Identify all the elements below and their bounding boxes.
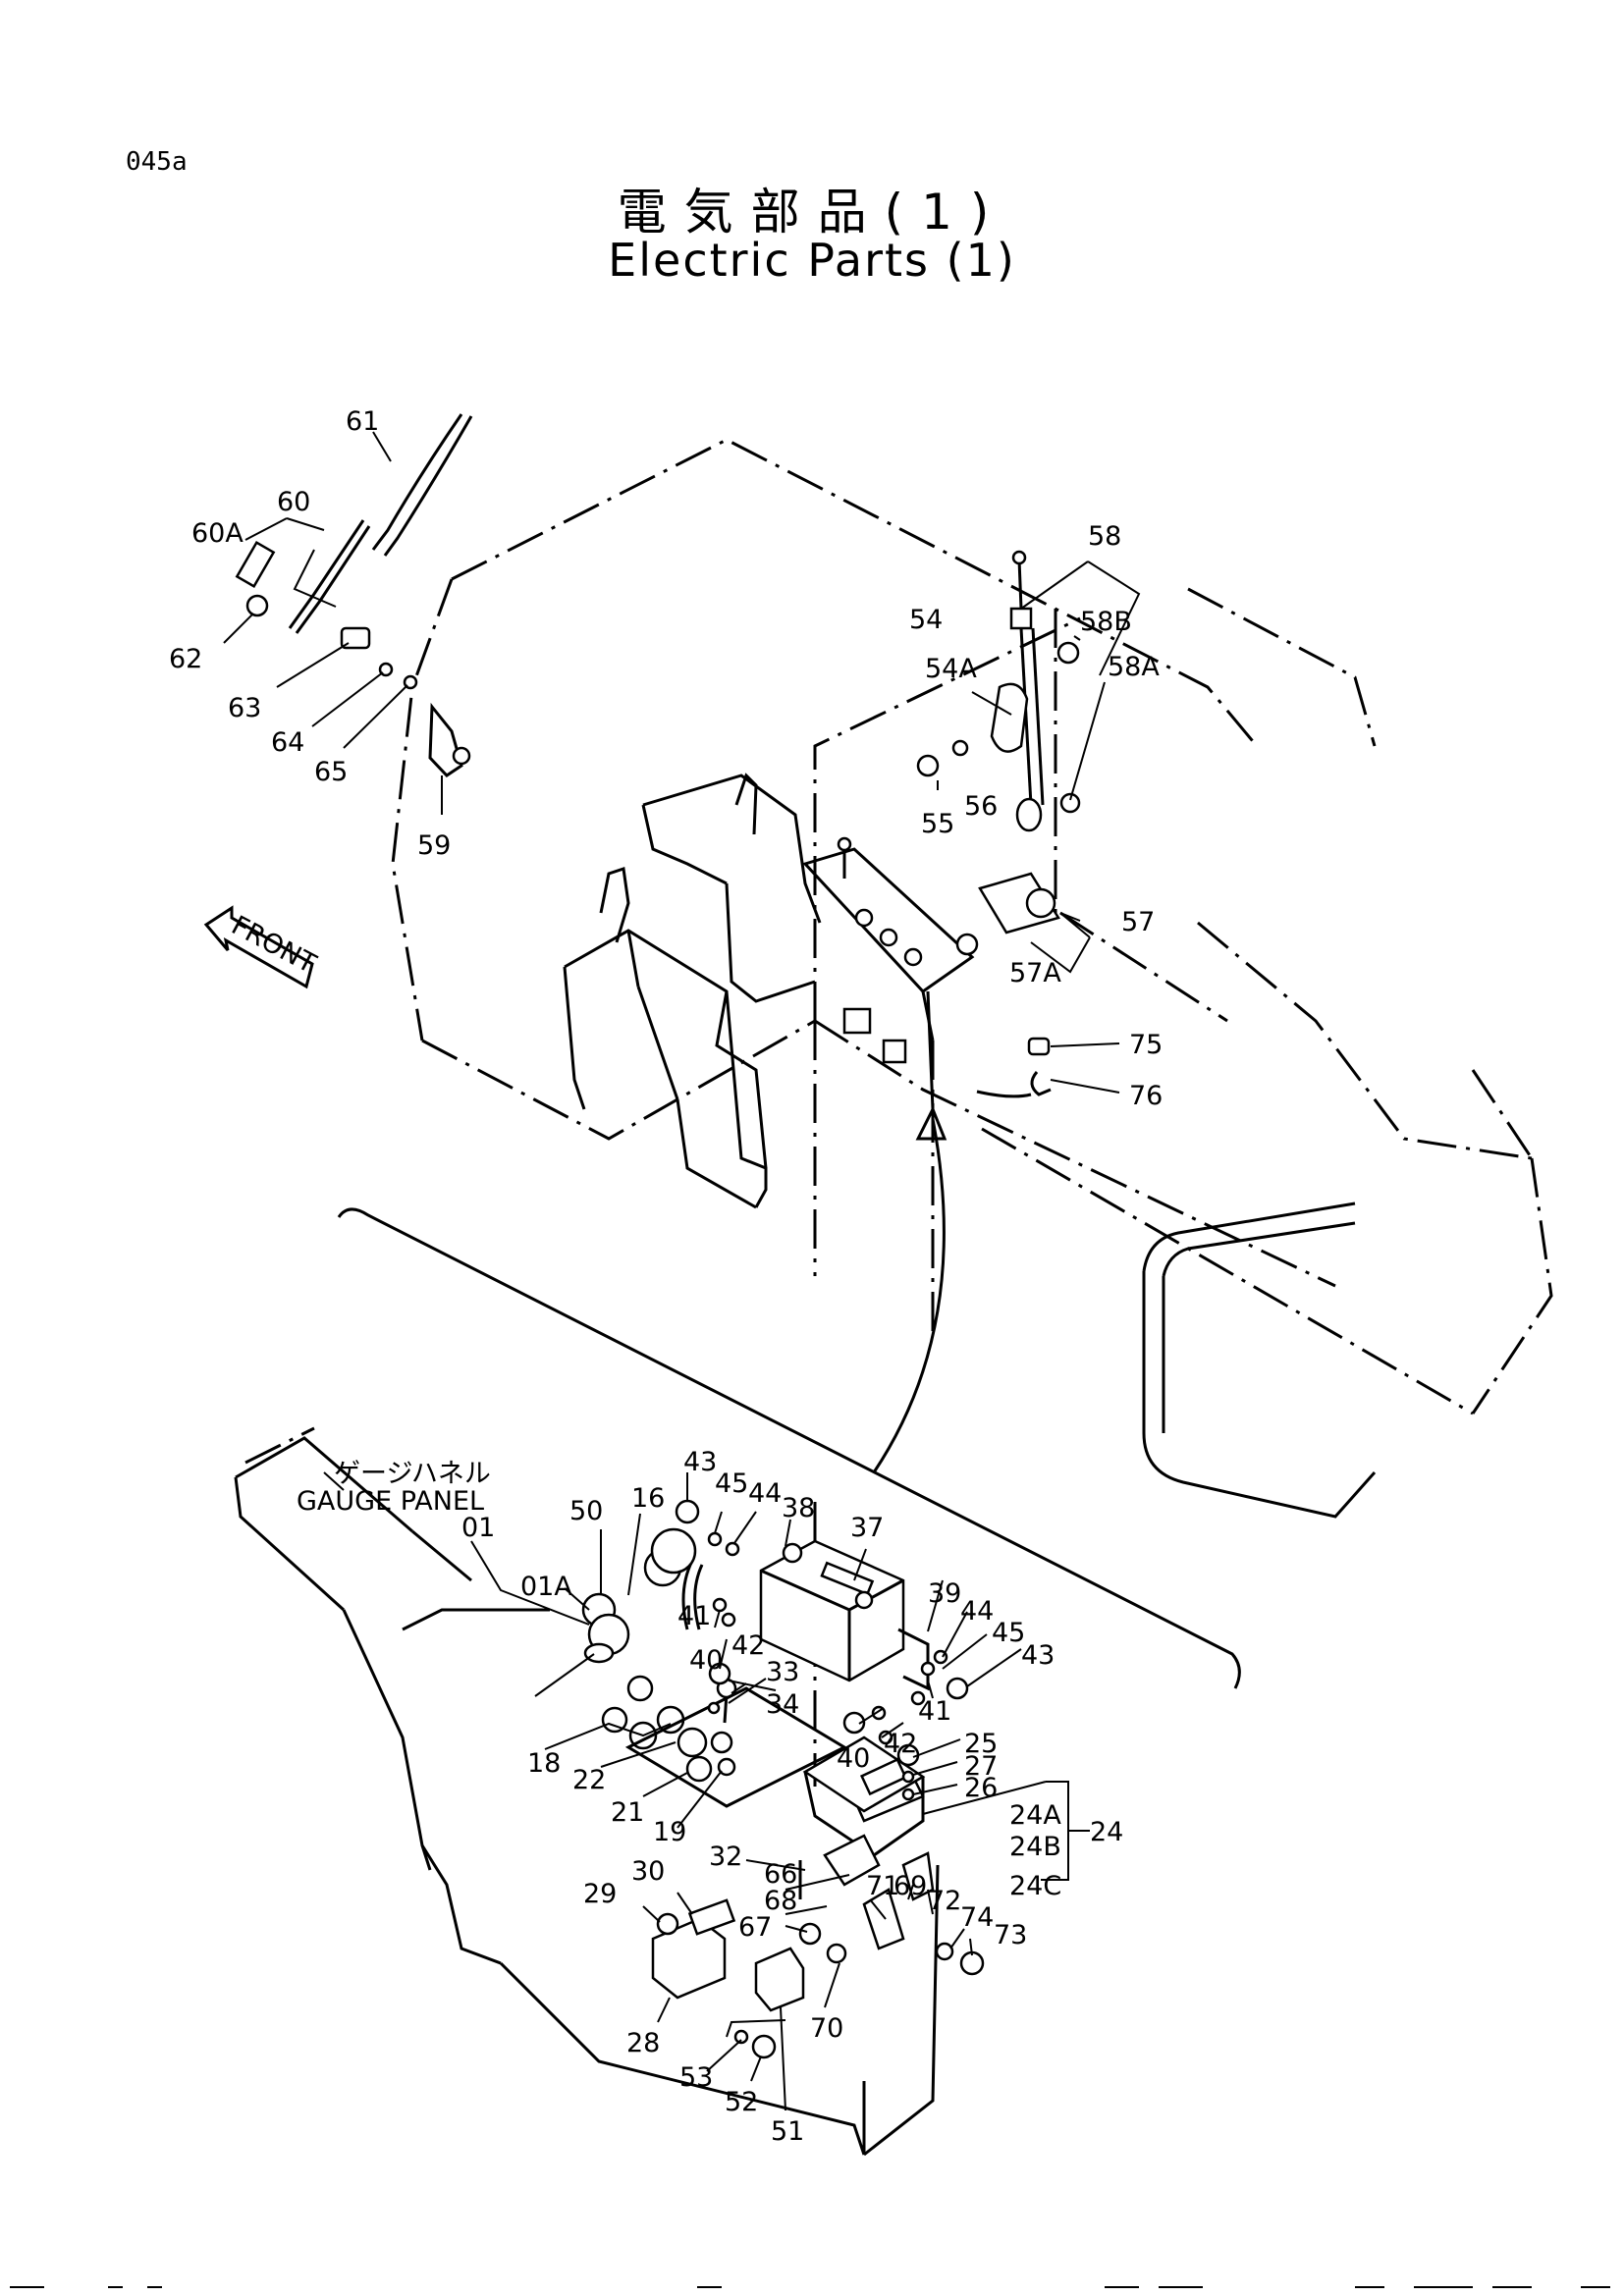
callout-40: 40 [689,1645,723,1676]
wiper-assembly [235,413,473,777]
callout-55: 55 [921,809,954,839]
callout-45: 45 [715,1468,748,1499]
callout-24C: 24C [1009,1871,1061,1901]
callout-65: 65 [314,757,348,787]
callout-45b: 45 [992,1618,1025,1648]
callout-16: 16 [631,1483,665,1514]
callout-68: 68 [764,1886,797,1916]
callout-58B: 58B [1080,607,1132,637]
callout-43b: 43 [1021,1640,1055,1671]
callout-56: 56 [964,791,998,822]
callout-24A: 24A [1009,1800,1061,1831]
callout-40b: 40 [837,1743,870,1774]
callout-66: 66 [764,1859,797,1890]
callout-labels: 61 60 60A 62 63 64 65 59 58 58B 58A 54 5… [169,406,1163,2147]
callout-41: 41 [677,1601,711,1631]
callout-76: 76 [1129,1081,1163,1111]
callout-60A: 60A [191,518,244,549]
callout-44: 44 [748,1478,782,1509]
antenna-speaker-assembly [916,550,1081,1098]
callout-57: 57 [1121,907,1155,937]
callout-41b: 41 [918,1696,951,1727]
callout-54A: 54A [925,654,977,684]
gauge-panel-detail [234,1426,985,2157]
callout-26: 26 [964,1773,998,1803]
callout-69: 69 [893,1871,927,1901]
callout-33: 33 [766,1657,799,1687]
callout-57A: 57A [1009,958,1061,988]
callout-24B: 24B [1009,1832,1061,1862]
separator-curve [337,1207,1241,1689]
callout-42: 42 [731,1630,765,1661]
front-arrow: FRONT [203,905,321,989]
callout-29: 29 [583,1879,617,1909]
callout-37: 37 [850,1513,884,1543]
callout-72: 72 [928,1886,961,1916]
callout-71: 71 [866,1871,899,1901]
detail-arrow [872,1105,947,1473]
gauge-panel-label: ゲージハネル GAUGE PANEL [297,1459,491,1517]
callout-67: 67 [738,1912,772,1943]
callout-61: 61 [346,406,379,437]
page-title-japanese: 電気部品(1) [617,184,1007,240]
callout-38: 38 [782,1493,815,1523]
callout-25: 25 [964,1729,998,1759]
callout-54: 54 [909,605,943,635]
callout-39: 39 [928,1578,961,1609]
callout-63: 63 [228,693,261,723]
callout-34: 34 [766,1689,799,1720]
callout-28: 28 [626,2028,660,2058]
callout-64: 64 [271,727,304,758]
callout-18: 18 [527,1748,561,1779]
callout-50: 50 [569,1496,603,1526]
gauge-panel-label-jp: ゲージハネル [334,1459,491,1489]
callout-70: 70 [810,2013,843,2044]
callout-30: 30 [631,1856,665,1887]
page-title-english: Electric Parts (1) [608,234,1016,287]
callout-58A: 58A [1108,652,1160,682]
callout-58: 58 [1088,521,1121,552]
callout-59: 59 [417,830,451,861]
callout-43: 43 [683,1447,717,1477]
callout-27: 27 [964,1751,998,1782]
callout-52: 52 [725,2087,758,2117]
leader-lines [223,431,1141,2111]
callout-62: 62 [169,644,202,674]
callout-73: 73 [994,1920,1027,1950]
callout-19: 19 [653,1817,686,1847]
callout-22: 22 [572,1765,606,1795]
callout-75: 75 [1129,1030,1163,1060]
callout-44b: 44 [960,1596,994,1627]
callout-51: 51 [771,2116,804,2147]
callout-24: 24 [1090,1817,1123,1847]
cab-outline [391,438,1553,1519]
callout-01A: 01A [520,1572,572,1602]
callout-21: 21 [611,1797,644,1828]
page-code: 045a [126,147,188,177]
callout-74: 74 [960,1902,994,1933]
callout-32: 32 [709,1842,742,1872]
gauge-panel-label-en: GAUGE PANEL [297,1486,484,1517]
callout-60: 60 [277,487,310,517]
callout-42b: 42 [884,1729,917,1759]
callout-01: 01 [461,1513,495,1543]
callout-53: 53 [679,2062,713,2093]
